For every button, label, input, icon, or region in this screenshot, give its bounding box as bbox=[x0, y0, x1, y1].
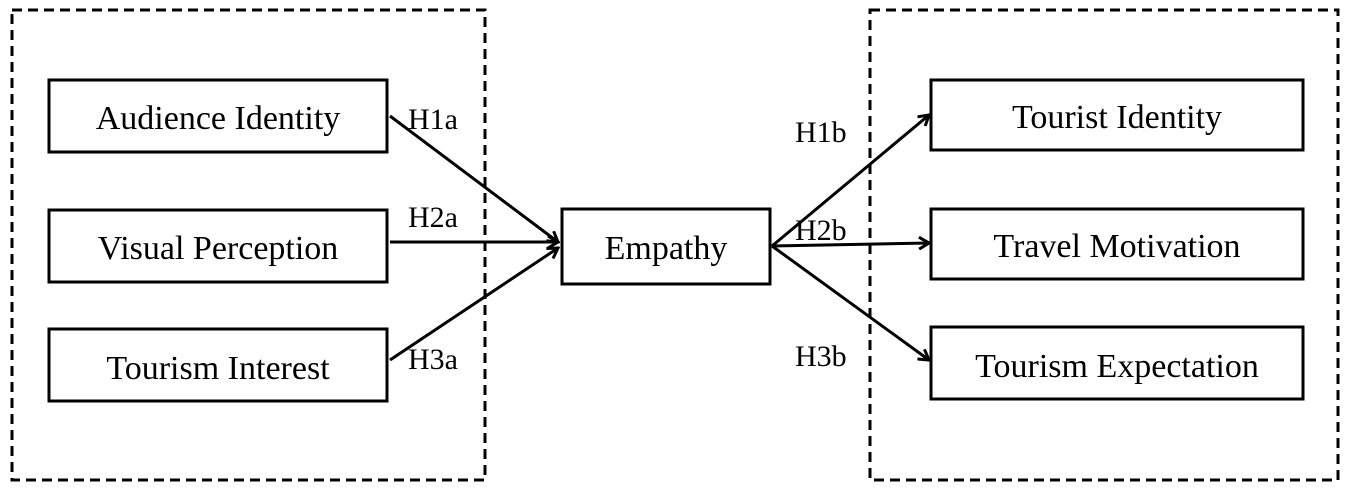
node-tourist-identity-label: Tourist Identity bbox=[1012, 99, 1222, 136]
node-empathy: Empathy bbox=[560, 207, 772, 286]
node-travel-motivation-label: Travel Motivation bbox=[993, 228, 1240, 265]
label-h1b: H1b bbox=[795, 116, 847, 149]
edge-h3a bbox=[389, 248, 558, 362]
label-h3a: H3a bbox=[408, 343, 458, 376]
node-tourism-interest: Tourism Interest bbox=[47, 327, 389, 403]
node-tourism-expectation: Tourism Expectation bbox=[929, 325, 1305, 401]
label-h1a: H1a bbox=[408, 103, 458, 136]
edge-h1a bbox=[389, 114, 558, 242]
node-travel-motivation: Travel Motivation bbox=[929, 207, 1305, 281]
label-h3b: H3b bbox=[795, 340, 847, 373]
input-group-border bbox=[10, 8, 487, 482]
node-tourist-identity: Tourist Identity bbox=[929, 78, 1305, 152]
node-visual-perception: Visual Perception bbox=[47, 208, 389, 284]
label-h2b: H2b bbox=[795, 214, 847, 247]
edge-h3b bbox=[771, 244, 929, 360]
edge-h2b bbox=[771, 243, 929, 246]
node-audience-identity-label: Audience Identity bbox=[96, 100, 341, 137]
edge-h1b bbox=[771, 115, 929, 248]
node-audience-identity: Audience Identity bbox=[47, 78, 389, 154]
label-h2a: H2a bbox=[408, 201, 458, 234]
node-tourism-interest-label: Tourism Interest bbox=[106, 350, 330, 387]
node-tourism-expectation-label: Tourism Expectation bbox=[975, 348, 1259, 385]
node-empathy-label: Empathy bbox=[605, 230, 728, 267]
node-visual-perception-label: Visual Perception bbox=[98, 230, 339, 267]
